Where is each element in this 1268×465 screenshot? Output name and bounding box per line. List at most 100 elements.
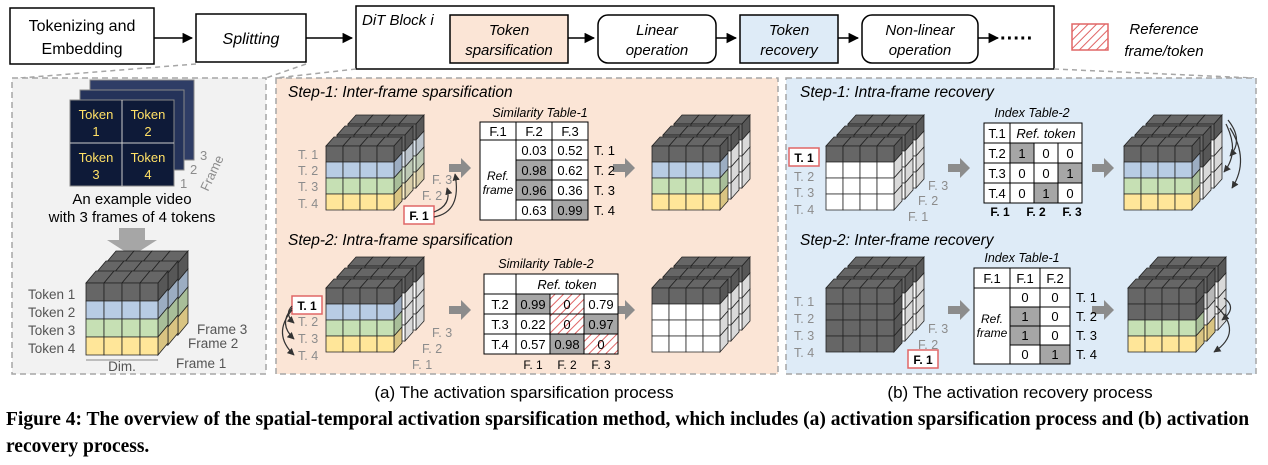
token-cell: [876, 177, 895, 195]
token-cell: [325, 161, 344, 179]
r2-t3: T. 3: [794, 329, 814, 343]
token-cell: [342, 145, 361, 163]
s2-f3: F. 3: [432, 326, 452, 340]
token-cell: [359, 303, 378, 321]
tile-number-1: 1: [92, 124, 99, 139]
i2-header: Ref. token: [1016, 126, 1075, 141]
i1-cell: 1: [1021, 309, 1028, 324]
token-cell: [1144, 335, 1163, 353]
token-cell: [685, 193, 704, 211]
t1-tag: T. 2: [594, 163, 615, 178]
i1-cell: 1: [1021, 328, 1028, 343]
sparse-cubes: [325, 113, 751, 354]
token-cell: [1157, 161, 1176, 179]
token-cell: [876, 287, 895, 305]
token-cell: [325, 319, 344, 337]
token-cell: [668, 145, 687, 163]
token-cell: [685, 303, 704, 321]
r2-f2: F. 2: [918, 338, 938, 352]
token-sparsification-box: [449, 14, 569, 64]
sparse-step-1-title: Step-1: Inter-frame sparsification: [288, 84, 513, 101]
i1-cell: 0: [1021, 290, 1028, 305]
i1-cell: 0: [1051, 328, 1058, 343]
r2-t2: T. 2: [794, 312, 814, 326]
token-cell: [1157, 145, 1176, 163]
r2-f1: F. 1: [913, 353, 933, 367]
t2-cell: 0: [563, 297, 570, 312]
token-cell: [342, 287, 361, 305]
token-cell: [139, 318, 159, 338]
tokenize-label: Tokenizing and: [29, 18, 136, 35]
token-cell: [1127, 319, 1146, 337]
recovery-caption: (b) The activation recovery process: [887, 383, 1152, 402]
i1-tag: T. 1: [1076, 290, 1097, 305]
r1-ref-token-tag: [788, 147, 820, 167]
token-cell: [1174, 161, 1193, 179]
recovery-label: Token: [769, 22, 809, 39]
r1-t3: T. 3: [794, 186, 814, 200]
i2-cell: 1: [1042, 186, 1049, 201]
token-cell: [702, 193, 721, 211]
t1-cell: 0.03: [521, 143, 546, 158]
token-cell: [139, 336, 159, 356]
i2-cell: 0: [1018, 166, 1025, 181]
i1-cell: 0: [1051, 290, 1058, 305]
s2-f2: F. 2: [422, 342, 442, 356]
token-cell: [342, 161, 361, 179]
token-cell: [876, 319, 895, 337]
i1-head: F.1: [983, 271, 1000, 286]
token-cell: [376, 335, 395, 353]
token-cell: [1123, 193, 1142, 211]
frame-2-label: Frame 2: [188, 336, 238, 351]
token-cell: [1174, 145, 1193, 163]
recovery-step-1-title: Step-1: Intra-frame recovery: [800, 84, 995, 101]
token-cell: [842, 335, 861, 353]
token-cell: [325, 303, 344, 321]
sparse-arrow-1: [449, 158, 471, 178]
token-cell: [668, 319, 687, 337]
t1-head-f2: F.2: [525, 124, 542, 139]
token-cell: [842, 161, 861, 179]
token-cell: [359, 177, 378, 195]
t2-row: T.3: [491, 317, 508, 332]
token-cell: [1178, 335, 1197, 353]
token-cell: [685, 161, 704, 179]
index-table-1: F.1 F.1 F.2 Ref. frame 0 0 1 0 1 0 0 1 T…: [973, 267, 1097, 365]
pipeline: Tokenizing and Embedding Splitting DiT B…: [9, 5, 1255, 79]
i2-row: T.4: [988, 186, 1005, 201]
token-cell: [121, 282, 141, 302]
i2-cell: 0: [1042, 166, 1049, 181]
r1-f2: F. 2: [918, 194, 938, 208]
i2-cell: 1: [1018, 146, 1025, 161]
frame-num-3: 3: [200, 148, 207, 163]
token-cell: [859, 145, 878, 163]
i2-row: T.3: [988, 166, 1005, 181]
t1-cell: 0.62: [557, 163, 582, 178]
token-cell: [685, 287, 704, 305]
t1-tag: T. 3: [594, 183, 615, 198]
index-table-2-title: Index Table-2: [994, 106, 1069, 120]
i1-cell: 0: [1021, 347, 1028, 362]
token-cell: [376, 145, 395, 163]
tile-number-3: 3: [92, 167, 99, 182]
token-cell: [825, 303, 844, 321]
sparse-arrow-4: [613, 300, 635, 320]
tile-token-1: Token: [79, 107, 114, 122]
token-cell: [376, 161, 395, 179]
recovery-arrow-2: [1092, 158, 1114, 178]
t1-cell: 0.96: [521, 183, 546, 198]
token-cell: [376, 303, 395, 321]
token-cell: [1161, 303, 1180, 321]
token-cell: [651, 177, 670, 195]
token-cell: [1178, 303, 1197, 321]
token-cell: [85, 318, 105, 338]
token-cell: [876, 145, 895, 163]
token-cell: [859, 335, 878, 353]
token-cell: [651, 287, 670, 305]
recovery-arrow-4: [1092, 300, 1114, 320]
t2-cell: 0.79: [588, 297, 613, 312]
nonlinear-label-2: operation: [889, 42, 952, 59]
token-cell: [842, 287, 861, 305]
i2-col: F. 3: [1062, 205, 1082, 219]
token-cell: [121, 318, 141, 338]
